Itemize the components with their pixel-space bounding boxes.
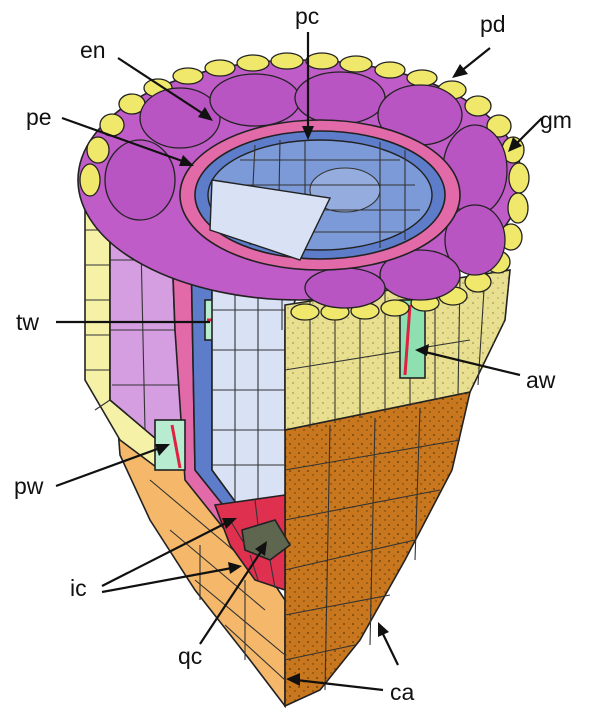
label-gm-text: gm	[540, 107, 572, 133]
label-en-text: en	[80, 37, 106, 63]
label-tw-text: tw	[16, 309, 39, 335]
label-aw-text: aw	[526, 367, 556, 393]
label-qc-text: qc	[178, 643, 202, 669]
label-pe-text: pe	[26, 104, 52, 130]
label-gm: gm	[508, 107, 572, 152]
label-pd-text: pd	[480, 11, 506, 37]
label-ic-text: ic	[70, 575, 87, 601]
label-pc-text: pc	[295, 3, 319, 29]
label-pw-text: pw	[14, 473, 44, 499]
label-pd: pd	[452, 11, 506, 78]
label-ca-text: ca	[390, 679, 415, 705]
